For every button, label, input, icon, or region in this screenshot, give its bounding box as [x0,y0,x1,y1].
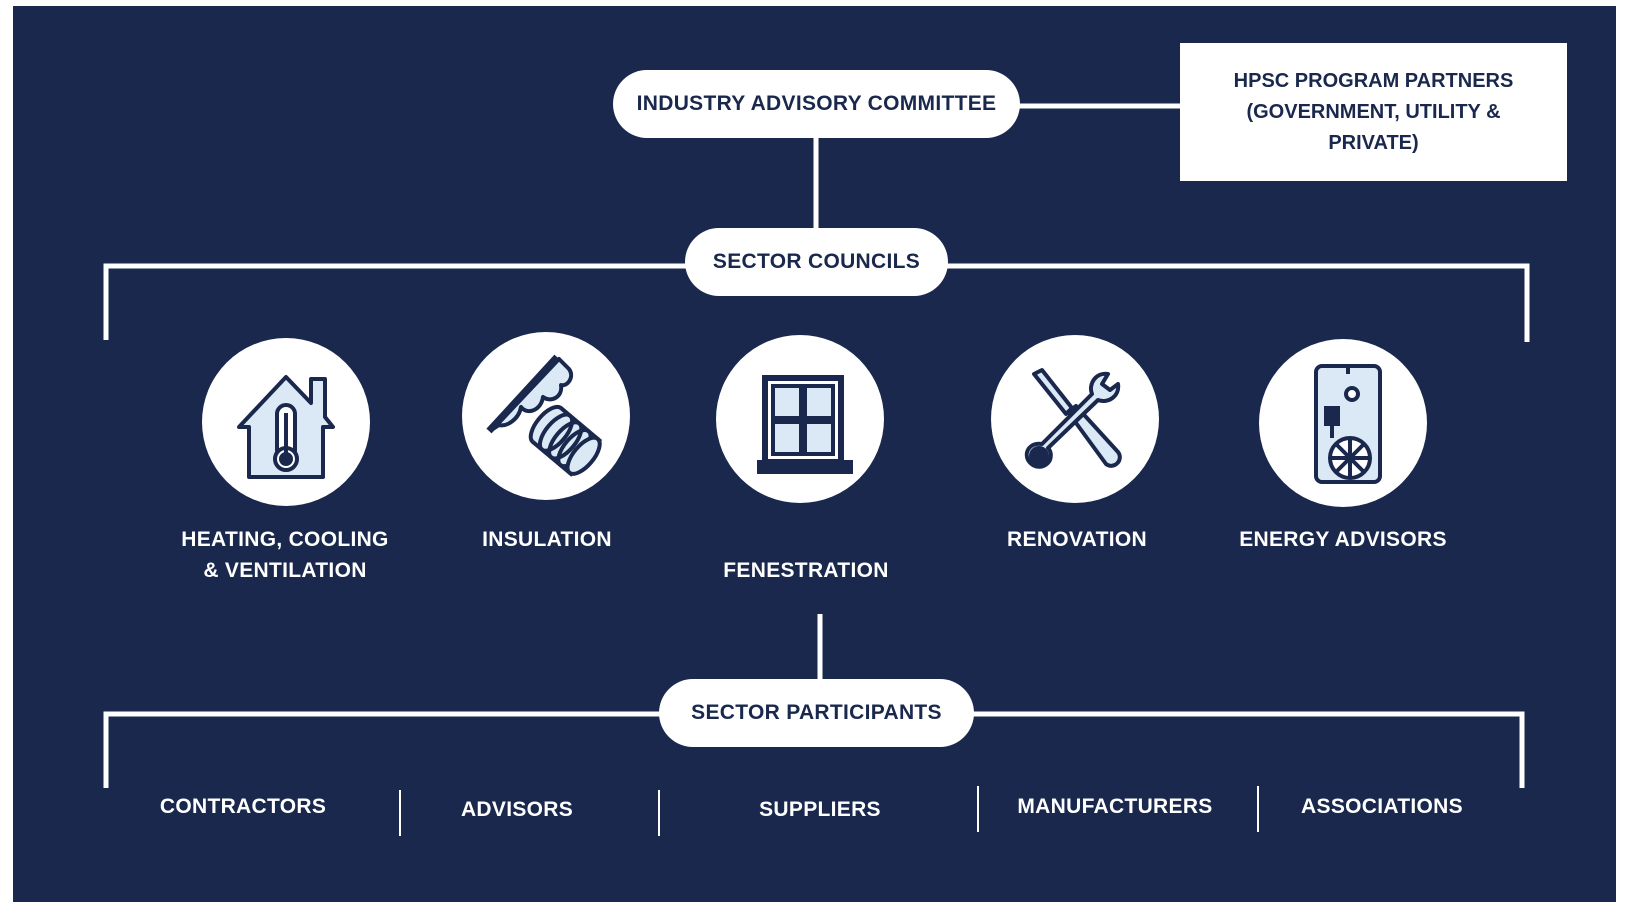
insulation-roll-icon [486,354,603,477]
participant-associations: ASSOCIATIONS [1301,795,1463,818]
industry-advisory-committee-node: INDUSTRY ADVISORY COMMITTEE [613,70,1020,138]
participant-manufacturers: MANUFACTURERS [1017,795,1213,818]
window-icon [757,375,853,474]
participant-advisors: ADVISORS [460,798,574,821]
sector-heating-cooling-ventilation [202,338,370,506]
wrench-screwdriver-icon [1024,368,1122,469]
sector-councils-node: SECTOR COUNCILS [685,228,948,296]
sector-label-line: HEATING, COOLING [181,528,389,551]
sector-fenestration [716,335,884,503]
sector-label-energy-advisors: ENERGY ADVISORS [1239,528,1447,551]
program-partners-line-1: HPSC PROGRAM PARTNERS [1233,69,1514,92]
sector-participants-node: SECTOR PARTICIPANTS [659,679,974,747]
sector-label-line: & VENTILATION [203,559,367,582]
program-partners-node: HPSC PROGRAM PARTNERS (GOVERNMENT, UTILI… [1180,43,1567,181]
sector-insulation [462,332,630,500]
sector-label-renovation: RENOVATION [1007,528,1147,551]
house-thermometer-icon [237,375,335,479]
sector-label-insulation: INSULATION [482,528,612,551]
program-partners-line-3: PRIVATE) [1328,131,1419,154]
sector-renovation [991,335,1159,503]
water-heater-icon [1314,364,1382,484]
sector-label-heating-cooling-ventilation: HEATING, COOLING & VENTILATION [165,524,405,586]
participant-contractors: CONTRACTORS [159,795,327,818]
sector-label-fenestration: FENESTRATION [723,559,889,582]
program-partners-line-2: (GOVERNMENT, UTILITY & [1246,100,1501,123]
participant-suppliers: SUPPLIERS [759,798,881,821]
sector-energy-advisors [1259,339,1427,507]
